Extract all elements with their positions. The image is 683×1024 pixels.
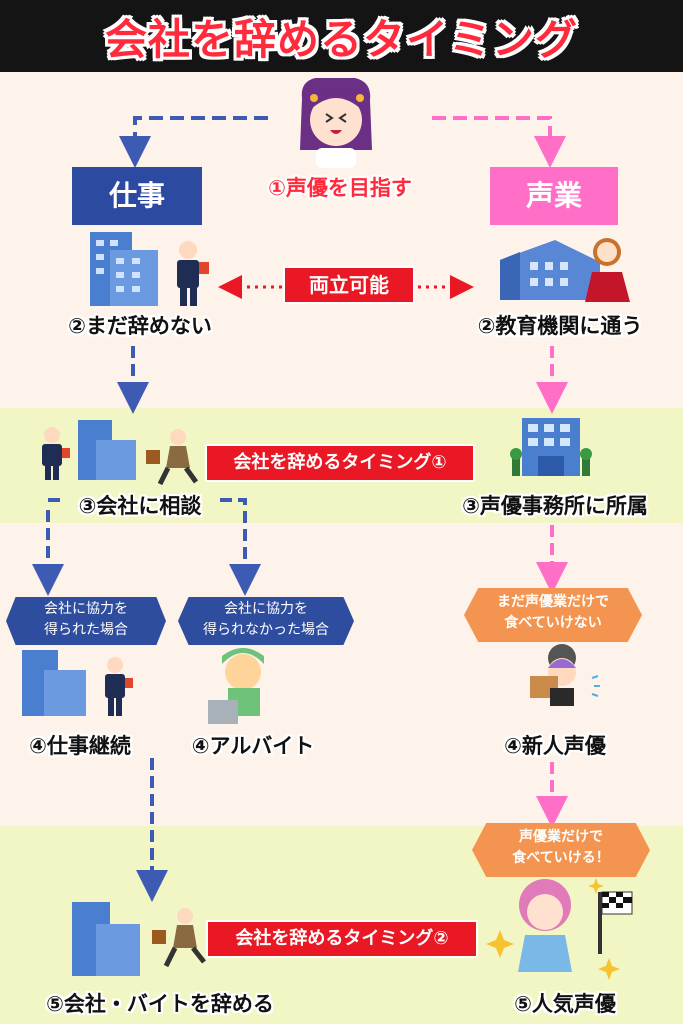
rookie-voice-actor-illustration — [530, 644, 600, 706]
part-time-clerk-illustration — [208, 648, 264, 724]
start-label: ①声優を目指す — [268, 176, 412, 200]
step2-right-label: ②教育機関に通う — [477, 314, 643, 338]
pill-cooperation-no-line1: 会社に協力を — [224, 601, 308, 617]
consult-people-illustration — [42, 420, 199, 486]
school-building-illustration — [500, 238, 630, 302]
popular-voice-actor-illustration — [486, 878, 633, 980]
pill-cooperation-yes: 会社に協力を 得られた場合 — [6, 597, 166, 645]
pill-not-enough: まだ声優業だけで 食べていけない — [464, 588, 642, 642]
step4-right-label: ④新人声優 — [504, 734, 606, 758]
pill-can-live: 声優業だけで 食べていける！ — [472, 823, 650, 877]
office-building-illustration — [90, 232, 158, 306]
pill-cooperation-yes-line1: 会社に協力を — [44, 601, 128, 617]
step3-left-label: ③会社に相談 — [78, 494, 202, 518]
arrow-consult-right — [220, 498, 261, 596]
pill-cooperation-no: 会社に協力を 得られなかった場合 — [178, 597, 354, 645]
pill-cooperation-no-line2: 得られなかった場合 — [203, 622, 329, 638]
pill-cooperation-yes-line2: 得られた場合 — [44, 622, 128, 638]
pill-can-live-line2: 食べていける！ — [512, 850, 610, 866]
step3-right-label: ③声優事務所に所属 — [462, 494, 648, 518]
agency-building-illustration — [510, 418, 592, 476]
work-box: 仕事 — [72, 167, 202, 225]
timing-bar-1: 会社を辞めるタイミング① — [205, 444, 475, 482]
page-title: 会社を辞めるタイミング — [104, 15, 578, 64]
compatible-bar: 両立可能 — [283, 266, 415, 304]
voice-box: 声業 — [490, 167, 618, 225]
work-continue-illustration — [22, 650, 133, 716]
step2-left-label: ②まだ辞めない — [68, 314, 212, 338]
businessman-illustration — [177, 241, 209, 306]
quit-illustration — [72, 902, 206, 976]
arrow-to-voice — [432, 116, 566, 168]
step4-left-label: ④仕事継続 — [29, 734, 131, 758]
timing-bar-2: 会社を辞めるタイミング② — [206, 920, 478, 958]
step4-mid-label: ④アルバイト — [191, 734, 315, 758]
step5-right-label: ⑤人気声優 — [514, 992, 616, 1016]
pill-not-enough-line1: まだ声優業だけで — [497, 594, 609, 610]
header-bar — [0, 0, 683, 72]
pill-can-live-line1: 声優業だけで — [519, 829, 603, 845]
pill-not-enough-line2: 食べていけない — [504, 615, 602, 631]
step5-left-label: ⑤会社・バイトを辞める — [46, 992, 274, 1016]
arrow-to-work — [119, 116, 268, 168]
girl-illustration — [300, 78, 372, 168]
